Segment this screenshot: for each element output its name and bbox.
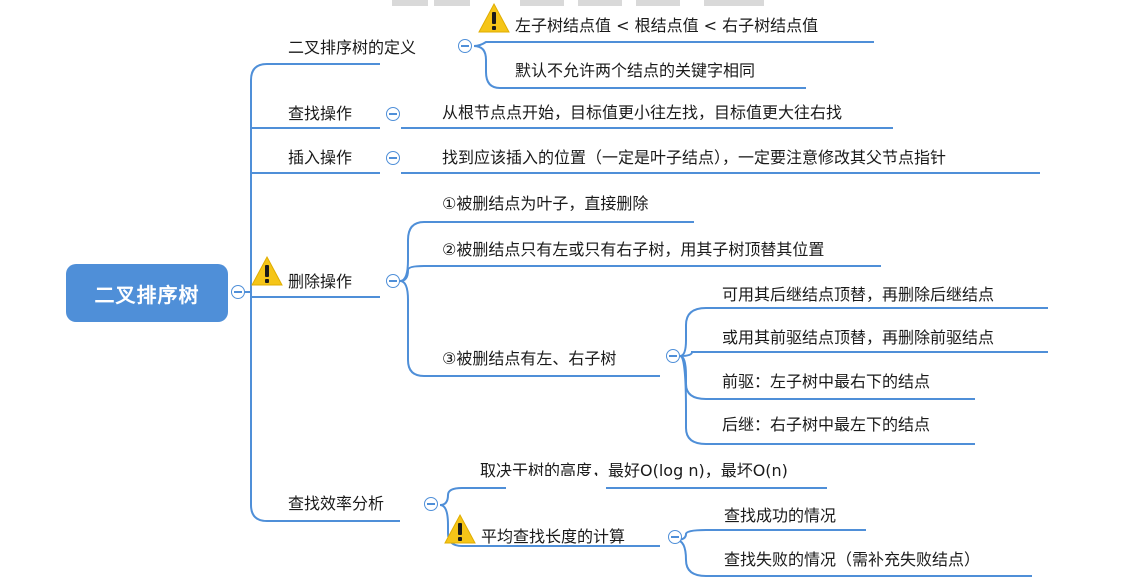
delete-case-3[interactable]: ③被删结点有左、右子树 xyxy=(442,349,617,368)
efficiency-bound[interactable]: 取决于树的高度，最好O(log n)，最坏O(n) xyxy=(480,461,788,480)
warning-icon xyxy=(251,255,283,286)
asl-failure[interactable]: 查找失败的情况（需补充失败结点） xyxy=(724,550,981,569)
branch-search[interactable]: 查找操作 xyxy=(288,104,353,123)
root-node[interactable]: 二叉排序树 xyxy=(66,264,228,322)
case3-successor[interactable]: 后继：右子树中最左下的结点 xyxy=(722,415,931,434)
top-edge-fragment xyxy=(578,0,622,6)
collapse-toggle-icon[interactable] xyxy=(386,107,400,121)
asl-success[interactable]: 查找成功的情况 xyxy=(724,506,837,525)
search-rule[interactable]: 从根节点点开始，目标值更小往左找，目标值更大往右找 xyxy=(442,103,843,122)
case3-option-2[interactable]: 或用其前驱结点顶替，再删除前驱结点 xyxy=(722,328,995,347)
definition-rule-1[interactable]: 左子树结点值 < 根结点值 < 右子树结点值 xyxy=(515,16,819,35)
branch-insert[interactable]: 插入操作 xyxy=(288,148,353,167)
top-edge-fragment xyxy=(704,0,764,6)
top-edge-fragment xyxy=(520,0,564,6)
branch-efficiency[interactable]: 查找效率分析 xyxy=(288,494,385,513)
top-edge-fragment xyxy=(434,0,470,6)
warning-icon xyxy=(478,2,510,33)
collapse-toggle-icon[interactable] xyxy=(424,497,438,511)
overlapping-blank-box xyxy=(506,476,606,498)
efficiency-asl[interactable]: 平均查找长度的计算 xyxy=(481,527,626,546)
delete-case-2[interactable]: ②被删结点只有左或只有右子树，用其子树顶替其位置 xyxy=(442,240,825,259)
case3-predecessor[interactable]: 前驱：左子树中最右下的结点 xyxy=(722,372,931,391)
case3-option-1[interactable]: 可用其后继结点顶替，再删除后继结点 xyxy=(722,285,995,304)
branch-delete[interactable]: 删除操作 xyxy=(288,272,353,291)
top-edge-fragment xyxy=(636,0,680,6)
delete-case-1[interactable]: ①被删结点为叶子，直接删除 xyxy=(442,194,649,213)
collapse-toggle-icon[interactable] xyxy=(666,349,680,363)
branch-definition[interactable]: 二叉排序树的定义 xyxy=(288,38,417,57)
warning-icon xyxy=(444,513,476,544)
insert-rule[interactable]: 找到应该插入的位置（一定是叶子结点），一定要注意修改其父节点指针 xyxy=(442,148,947,167)
collapse-toggle-icon[interactable] xyxy=(231,285,245,299)
top-edge-fragment xyxy=(392,0,428,6)
collapse-toggle-icon[interactable] xyxy=(386,274,400,288)
definition-rule-2[interactable]: 默认不允许两个结点的关键字相同 xyxy=(515,61,756,80)
collapse-toggle-icon[interactable] xyxy=(668,530,682,544)
collapse-toggle-icon[interactable] xyxy=(458,39,472,53)
collapse-toggle-icon[interactable] xyxy=(386,151,400,165)
